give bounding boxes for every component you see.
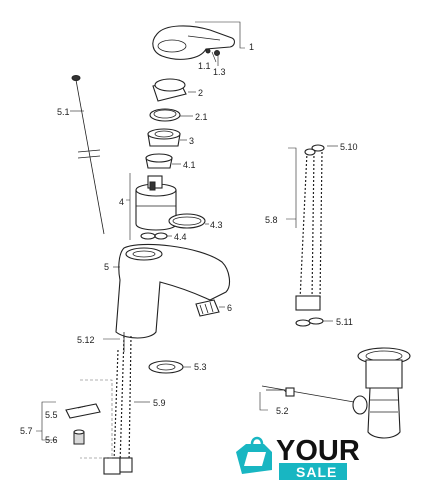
bracket-part <box>65 403 101 419</box>
lift-rod-part <box>71 75 105 235</box>
label-4-4: 4.4 <box>174 232 187 242</box>
label-6: 6 <box>227 303 232 313</box>
label-5-6: 5.6 <box>45 435 58 445</box>
seal-part <box>140 232 156 240</box>
label-5-8: 5.8 <box>265 215 278 225</box>
faucet-body-part <box>115 243 231 339</box>
label-4-1: 4.1 <box>183 160 196 170</box>
gasket-part <box>168 213 206 229</box>
cover-part <box>152 78 187 102</box>
label-5-5: 5.5 <box>45 410 58 420</box>
label-5-10: 5.10 <box>340 142 358 152</box>
label-5-1: 5.1 <box>57 107 70 117</box>
flexible-hoses-part <box>103 335 133 475</box>
label-1-1: 1.1 <box>198 61 211 71</box>
label-5: 5 <box>104 262 109 272</box>
aerator-part <box>195 299 220 317</box>
label-5-7: 5.7 <box>20 426 33 436</box>
nut-part <box>147 128 181 147</box>
lever-handle-part <box>152 25 235 60</box>
nut-part-small <box>73 429 85 445</box>
label-4: 4 <box>119 197 124 207</box>
label-1: 1 <box>249 42 254 52</box>
shopping-bag-icon <box>236 436 272 474</box>
washer-part <box>148 360 184 374</box>
label-2: 2 <box>198 88 203 98</box>
screw-part <box>205 48 211 54</box>
logo-text-sale: SALE <box>296 464 337 480</box>
pop-up-waste-part <box>261 347 411 439</box>
logo-text-your: YOUR <box>276 435 360 467</box>
label-5-3: 5.3 <box>194 362 207 372</box>
logo-sale-band <box>279 463 347 480</box>
cartridge-part <box>135 175 177 231</box>
cap-part <box>214 50 220 56</box>
label-3: 3 <box>189 136 194 146</box>
washer-pair-part <box>295 319 311 327</box>
label-5-2: 5.2 <box>276 406 289 416</box>
label-5-11: 5.11 <box>336 317 353 327</box>
label-4-3: 4.3 <box>210 220 223 230</box>
label-2-1: 2.1 <box>195 112 208 122</box>
label-1-3: 1.3 <box>213 67 226 77</box>
small-nut-part <box>145 153 173 169</box>
hose-set-part <box>295 144 325 311</box>
ring-part <box>149 108 181 122</box>
label-5-12: 5.12 <box>77 335 95 345</box>
your-sale-logo: YOUR SALE <box>236 435 360 480</box>
label-5-9: 5.9 <box>153 398 166 408</box>
